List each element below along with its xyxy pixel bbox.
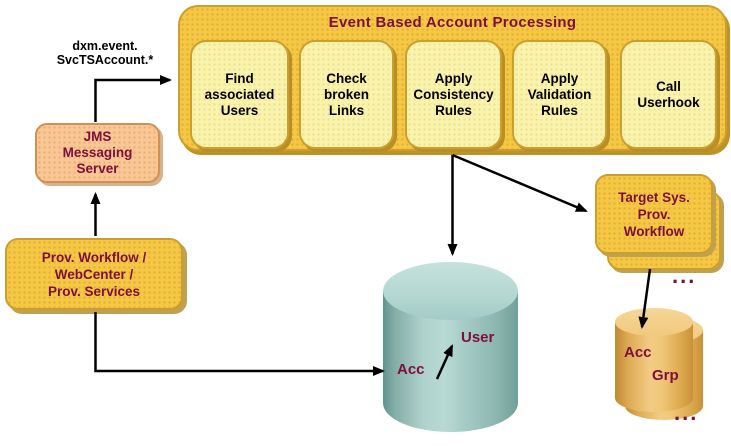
step-apply-validation-rules: Apply Validation Rules xyxy=(512,40,607,149)
main-db-acc-label: Acc xyxy=(397,361,425,378)
target-db-grp-label: Grp xyxy=(652,367,679,384)
prov-workflow-box: Prov. Workflow / WebCenter / Prov. Servi… xyxy=(5,238,183,310)
step-call-userhook: Call Userhook xyxy=(620,40,717,149)
target-database-cylinder xyxy=(615,308,693,412)
main-db-user-label: User xyxy=(461,329,495,346)
step-apply-consistency-rules: Apply Consistency Rules xyxy=(405,40,502,149)
database-cylinder-top xyxy=(383,262,518,320)
event-processing-container: Event Based Account Processing Find asso… xyxy=(178,5,727,151)
more-databases-indicator: ... xyxy=(674,400,699,425)
step-check-broken-links: Check broken Links xyxy=(299,40,394,149)
arrow-jms-to-processing-icon xyxy=(94,75,172,122)
step-find-associated-users: Find associated Users xyxy=(190,40,289,149)
event-processing-title: Event Based Account Processing xyxy=(328,14,577,31)
target-sys-workflow-box: Target Sys. Prov. Workflow xyxy=(595,174,713,254)
jms-messaging-server-box: JMS Messaging Server xyxy=(35,123,160,183)
more-workflows-indicator: ... xyxy=(672,263,697,288)
arrow-prov-to-database-icon xyxy=(94,312,385,376)
event-topic-label: dxm.event. SvcTSAccount.* xyxy=(56,39,154,67)
user-account-database-cylinder xyxy=(383,262,518,432)
database-cylinder-body xyxy=(615,322,693,412)
target-db-acc-label: Acc xyxy=(624,344,652,361)
database-cylinder-top xyxy=(615,308,693,336)
arrow-processing-to-target-workflow-icon xyxy=(452,153,588,213)
